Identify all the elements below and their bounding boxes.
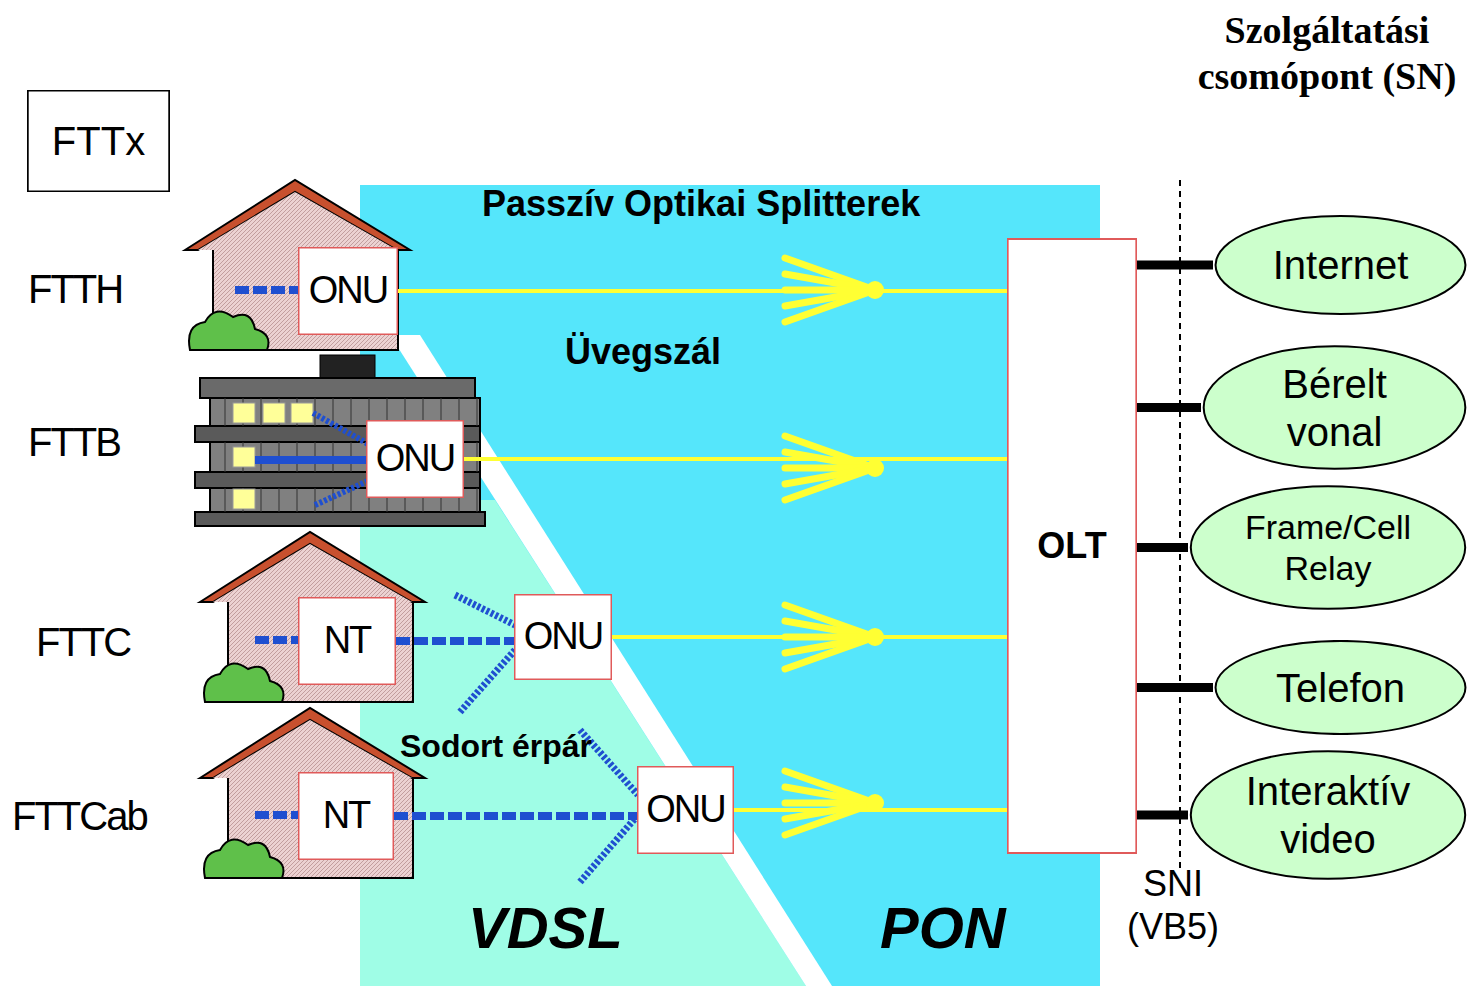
nt-box: NT	[298, 772, 394, 860]
node-text: ONU	[524, 614, 602, 660]
onu-box: ONU	[298, 247, 398, 335]
connector-line	[1137, 403, 1201, 412]
region-name: PON	[880, 893, 1006, 963]
sni-boundary	[1179, 180, 1181, 870]
service-ellipse: Telefon	[1213, 640, 1468, 735]
olt-box: OLT	[1007, 236, 1137, 856]
house-illustration	[185, 180, 410, 350]
connector-line	[1137, 261, 1213, 270]
legend-box: FTTx	[27, 90, 170, 192]
twisted-pair-drops	[235, 290, 638, 882]
house-illustration	[200, 708, 425, 878]
onu-box: ONU	[366, 420, 464, 498]
pon-region	[360, 185, 1100, 986]
access-type: FTTCab	[12, 792, 147, 840]
node-text: Bérelt vonal	[1240, 360, 1430, 456]
building	[195, 355, 485, 526]
node-text: OLT	[1037, 524, 1106, 567]
houses	[185, 180, 425, 878]
connector-line	[1137, 683, 1213, 692]
connector-line	[734, 808, 1007, 812]
node-text: Internet	[1273, 241, 1409, 289]
node-text: FTTx	[52, 117, 145, 165]
optical-splitter-symbols	[785, 258, 884, 835]
node-text: NT	[323, 793, 370, 839]
house-illustration	[200, 532, 425, 702]
node-text: ONU	[646, 787, 724, 833]
node-text: ONU	[309, 268, 387, 314]
connector-line	[464, 457, 1007, 461]
node-text: Interaktív video	[1228, 767, 1428, 863]
region-name: VDSL	[468, 893, 623, 963]
node-text: Telefon	[1276, 664, 1405, 712]
onu-box: ONU	[637, 766, 734, 854]
interface-label: SNI (VB5)	[1108, 862, 1238, 948]
connector-line	[398, 289, 1007, 293]
access-type: FTTB	[28, 418, 120, 466]
service-ellipse: Bérelt vonal	[1201, 345, 1468, 470]
node-text: ONU	[376, 436, 454, 482]
connector-line	[1137, 811, 1188, 820]
ellipse-outline	[1188, 485, 1468, 610]
access-type: FTTC	[36, 618, 130, 666]
access-type: FTTH	[28, 265, 122, 313]
medium-label: Sodort érpár	[400, 727, 592, 765]
nt-box: NT	[298, 597, 396, 685]
node-text: Frame/Cell Relay	[1228, 507, 1428, 589]
node-text: NT	[324, 618, 371, 664]
vdsl-region	[360, 500, 806, 986]
connector-line	[396, 637, 514, 645]
onu-box: ONU	[514, 594, 612, 680]
service-ellipse: Internet	[1213, 215, 1468, 315]
service-ellipse: Frame/Cell Relay	[1188, 485, 1468, 610]
column-heading: Szolgáltatási csomópont (SN)	[1186, 8, 1468, 99]
region-title: Passzív Optikai Splitterek	[482, 182, 920, 225]
connector-line	[394, 812, 637, 820]
medium-label: Üvegszál	[565, 330, 721, 373]
connector-line	[612, 635, 1007, 639]
service-ellipse: Interaktív video	[1188, 750, 1468, 880]
connector-line	[1137, 543, 1188, 552]
